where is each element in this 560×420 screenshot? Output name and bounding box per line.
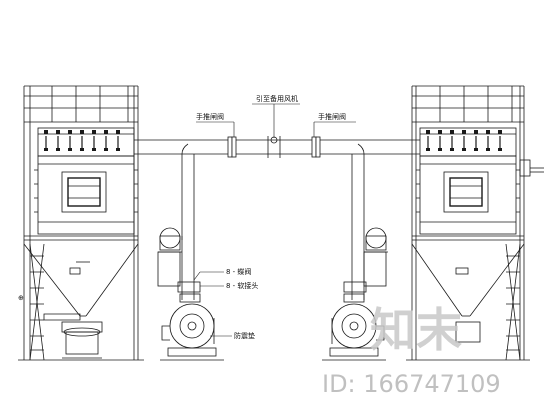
label-manual-gate-right: 手推闸阀 [318,112,346,121]
ladder-right [505,243,521,361]
label-manual-gate-left: 手推闸阀 [196,112,224,121]
fan-left [157,227,224,361]
label-soft-joint: 8 - 软接头 [226,281,258,290]
watermark-id: ID: 166747109 [322,370,501,398]
label-butterfly-valve: 8 - 蝶阀 [226,267,251,276]
dust-collector-left: ⊕ [18,85,144,361]
fan-right [322,227,388,361]
dust-collector-right [406,85,544,361]
label-damping-pad: 防震垫 [234,331,255,340]
label-backup-fan: 引至备用风机 [256,94,298,103]
watermark: 知末 ID: 166747109 [322,303,501,398]
svg-text:⊕: ⊕ [18,294,24,302]
watermark-brand: 知末 [370,303,462,357]
ladder-left [29,243,45,361]
railing-left [23,85,139,240]
main-duct [134,136,420,240]
leader-lines [193,103,356,337]
